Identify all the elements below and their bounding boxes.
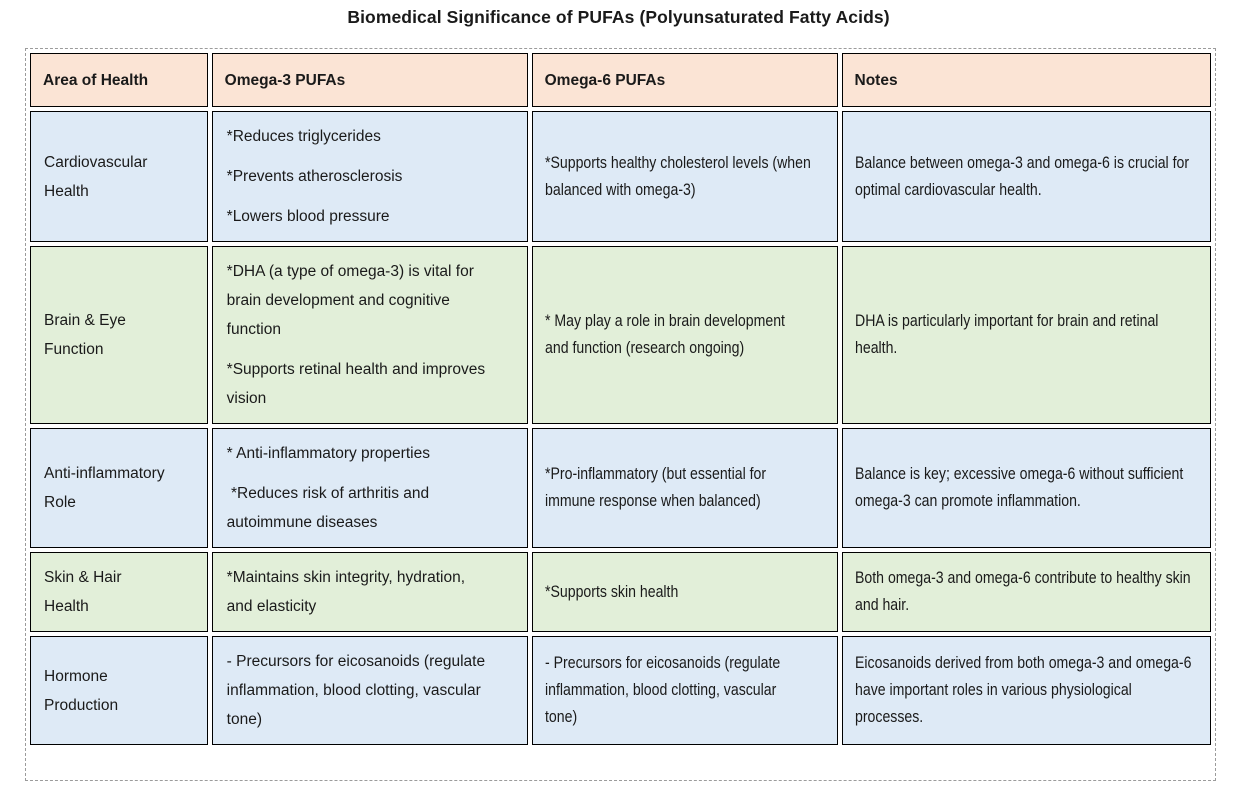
area-label: Cardiovascular Health [44,153,152,200]
table-row-skin-hair: Skin & Hair Health *Maintains skin integ… [30,552,1211,632]
notes-text: Eicosanoids derived from both omega-3 an… [854,654,1195,726]
cell-notes: Both omega-3 and omega-6 contribute to h… [841,552,1211,632]
cell-area: Skin & Hair Health [30,552,208,632]
omega3-point: * Anti-inflammatory properties [226,445,430,462]
omega6-point: *Supports healthy cholesterol levels (wh… [544,153,815,199]
cell-omega6: - Precursors for eicosanoids (regulate i… [531,636,838,745]
omega3-point: *Supports retinal health and improves vi… [226,361,490,407]
cell-area: Cardiovascular Health [30,111,208,242]
omega3-point: - Precursors for eicosanoids (regulate i… [226,653,490,728]
table-row-brain-eye: Brain & Eye Function *DHA (a type of ome… [30,246,1211,424]
omega3-point: *Lowers blood pressure [226,208,390,225]
cell-notes: Balance is key; excessive omega-6 withou… [841,428,1211,548]
cell-area: Brain & Eye Function [30,246,208,424]
cell-omega3: *Reduces triglycerides *Prevents atheros… [211,111,528,242]
omega3-point: *DHA (a type of omega-3) is vital for br… [226,263,479,338]
cell-notes: Eicosanoids derived from both omega-3 an… [841,636,1211,745]
cell-omega6: *Supports skin health [531,552,838,632]
notes-text: DHA is particularly important for brain … [854,312,1162,357]
cell-omega6: *Supports healthy cholesterol levels (wh… [531,111,838,242]
header-row: Area of Health Omega-3 PUFAs Omega-6 PUF… [30,53,1211,107]
cell-notes: Balance between omega-3 and omega-6 is c… [841,111,1211,242]
area-label: Brain & Eye Function [44,312,131,358]
cell-omega3: * Anti-inflammatory properties *Reduces … [211,428,528,548]
omega6-point: *Pro-inflammatory (but essential for imm… [544,465,770,510]
table-row-anti-inflammatory: Anti-inflammatory Role * Anti-inflammato… [30,428,1211,548]
table-row-hormone: Hormone Production - Precursors for eico… [30,636,1211,745]
cell-omega6: *Pro-inflammatory (but essential for imm… [531,428,838,548]
omega3-point: *Reduces triglycerides [226,128,381,145]
pufa-table: Area of Health Omega-3 PUFAs Omega-6 PUF… [26,49,1215,749]
area-label: Hormone Production [44,667,119,714]
omega3-point: *Maintains skin integrity, hydration, an… [226,569,470,615]
notes-text: Balance between omega-3 and omega-6 is c… [854,153,1193,199]
notes-text: Both omega-3 and omega-6 contribute to h… [854,569,1195,614]
area-label: Anti-inflammatory Role [44,465,169,511]
cell-omega6: * May play a role in brain development a… [531,246,838,424]
cell-omega3: - Precursors for eicosanoids (regulate i… [211,636,528,745]
omega6-point: - Precursors for eicosanoids (regulate i… [544,654,784,726]
pufa-table-container: Area of Health Omega-3 PUFAs Omega-6 PUF… [25,48,1216,781]
cell-notes: DHA is particularly important for brain … [841,246,1211,424]
omega6-point: *Supports skin health [544,582,678,601]
omega3-point: *Reduces risk of arthritis and autoimmun… [226,485,434,531]
header-notes: Notes [841,53,1211,107]
header-omega3: Omega-3 PUFAs [211,53,528,107]
cell-area: Hormone Production [30,636,208,745]
header-omega6: Omega-6 PUFAs [531,53,838,107]
page-title: Biomedical Significance of PUFAs (Polyun… [347,7,890,27]
cell-omega3: *Maintains skin integrity, hydration, an… [211,552,528,632]
header-area-of-health: Area of Health [30,53,208,107]
area-label: Skin & Hair Health [44,569,126,615]
table-row-cardiovascular: Cardiovascular Health *Reduces triglycer… [30,111,1211,242]
omega3-point: *Prevents atherosclerosis [226,168,403,185]
notes-text: Balance is key; excessive omega-6 withou… [854,465,1187,510]
omega6-point: * May play a role in brain development a… [544,312,789,357]
cell-area: Anti-inflammatory Role [30,428,208,548]
cell-omega3: *DHA (a type of omega-3) is vital for br… [211,246,528,424]
